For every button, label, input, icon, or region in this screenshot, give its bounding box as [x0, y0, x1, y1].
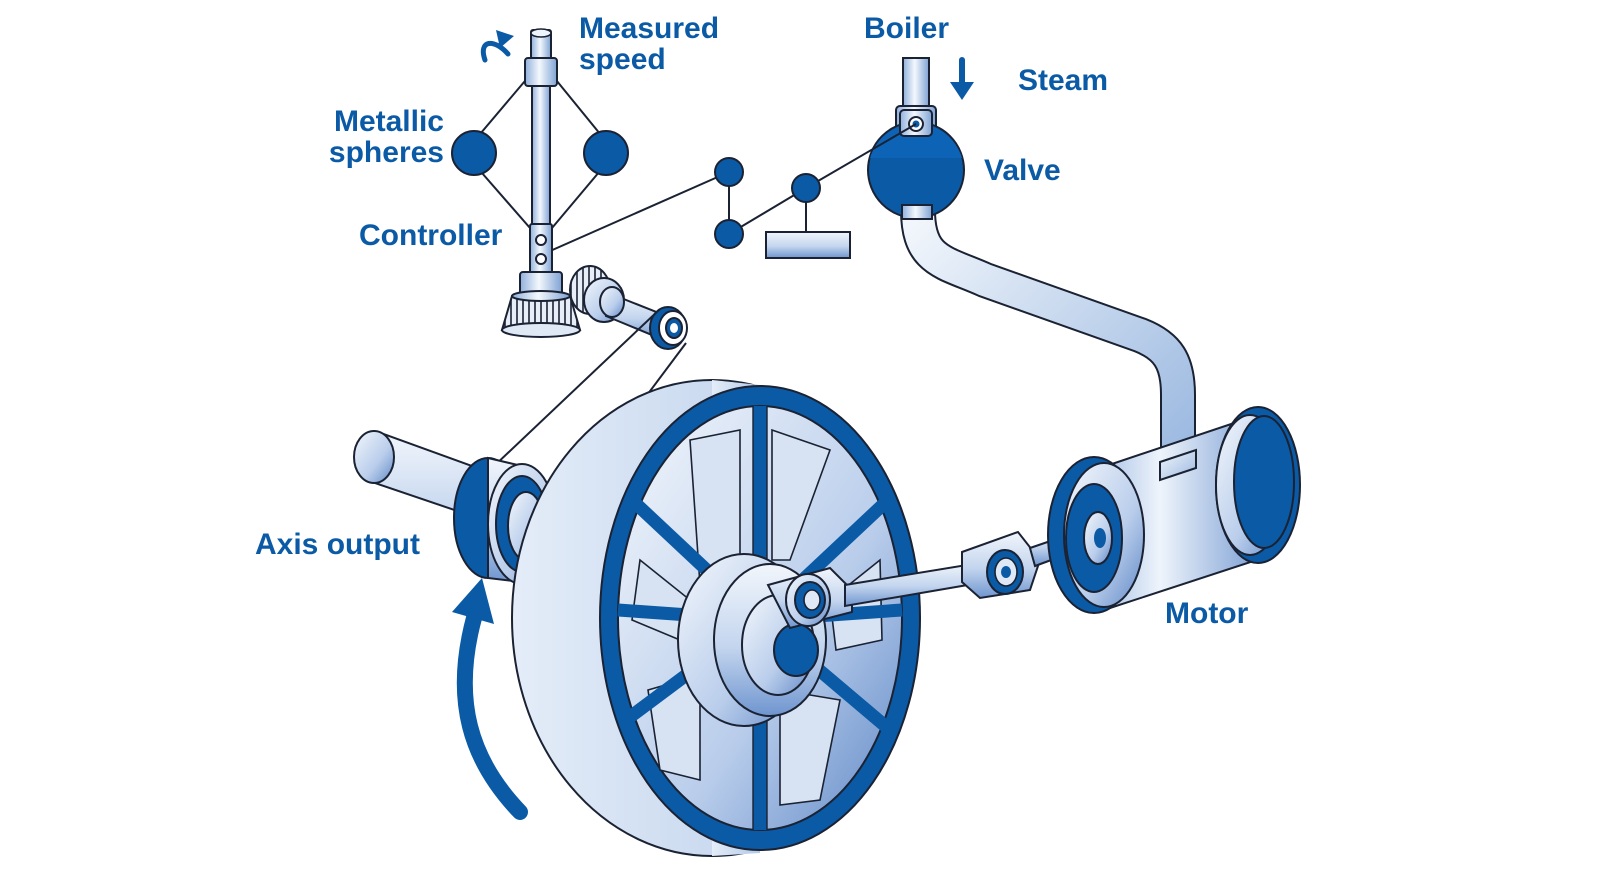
- measured-speed-line-1: Measured: [579, 12, 720, 45]
- arrow-down-icon: [950, 57, 974, 100]
- motor: [1047, 406, 1301, 614]
- metallic-spheres-line-2: spheres: [328, 136, 444, 169]
- metallic-sphere-right: [583, 130, 629, 176]
- flywheel: [511, 379, 921, 857]
- metallic-spheres-line-1: Metallic: [333, 105, 444, 138]
- valve: [867, 109, 965, 220]
- curved-arrow-icon: [480, 30, 514, 63]
- linkage-joints: [714, 157, 851, 259]
- boiler-label: Boiler: [864, 12, 950, 45]
- controller-label: Controller: [359, 219, 503, 252]
- motor-label: Motor: [1165, 597, 1249, 630]
- metallic-sphere-left: [451, 130, 497, 176]
- steam-pipe: [900, 192, 1196, 483]
- steam-label: Steam: [1018, 64, 1109, 97]
- measured-speed-label: Measured speed: [579, 13, 719, 75]
- axis-output-label: Axis output: [255, 528, 420, 561]
- measured-speed-line-2: speed: [579, 43, 666, 76]
- governor: [451, 28, 688, 350]
- valve-label: Valve: [984, 154, 1061, 187]
- curved-arrow-up-icon: [452, 578, 528, 820]
- metallic-spheres-label: Metallic spheres: [320, 106, 444, 168]
